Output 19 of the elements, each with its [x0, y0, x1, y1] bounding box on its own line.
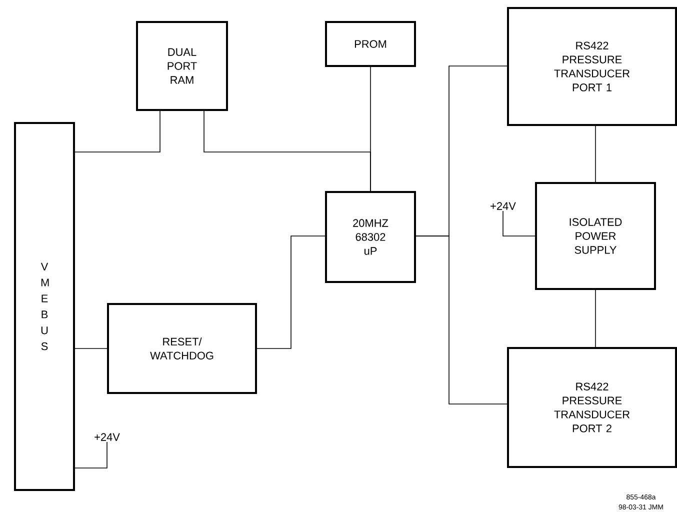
voltage-label: +24V: [490, 202, 516, 210]
block-box: ISOLATED POWER SUPPLY: [535, 182, 656, 290]
connector-line: [256, 236, 326, 349]
connector-line: [595, 126, 596, 182]
connector-line: [370, 66, 371, 192]
vertical-bus-box: V M E B U S: [14, 122, 75, 491]
block-box: PROM: [325, 21, 416, 67]
block-box: DUAL PORT RAM: [136, 21, 228, 111]
block-box: 20MHZ 68302 uP: [325, 191, 416, 283]
block-box: RESET/ WATCHDOG: [107, 303, 257, 394]
block-box: RS422 PRESSURE TRANSDUCER PORT 1: [507, 7, 677, 126]
connector-line: [74, 442, 108, 468]
block-box: RS422 PRESSURE TRANSDUCER PORT 2: [507, 347, 677, 468]
voltage-label: +24V: [94, 433, 120, 441]
connector-line: [416, 236, 508, 404]
connector-line: [595, 290, 596, 348]
connector-line: [74, 110, 160, 152]
connector-line: [74, 348, 108, 349]
connector-line: [502, 210, 536, 236]
